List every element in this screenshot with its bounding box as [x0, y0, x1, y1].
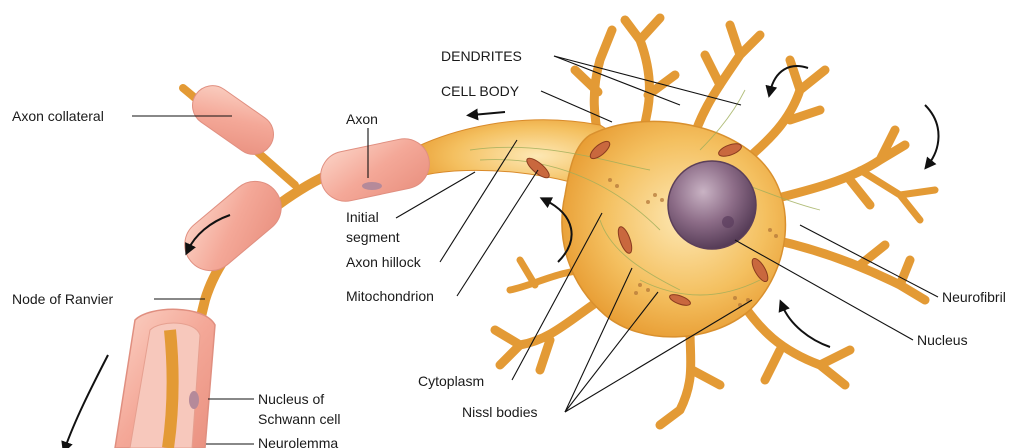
label-axon: Axon [346, 111, 378, 127]
label-axon-hillock: Axon hillock [346, 254, 422, 270]
label-neurolemma: Neurolemma [258, 435, 338, 448]
label-nucleus-of-schwann-line2: Schwann cell [258, 411, 341, 427]
label-node-of-ranvier: Node of Ranvier [12, 291, 114, 307]
label-initial-segment-line1: Initial [346, 209, 379, 225]
label-initial-segment-line2: segment [346, 229, 400, 245]
label-cell-body: CELL BODY [441, 83, 520, 99]
nucleus-shape [668, 161, 756, 249]
label-axon-collateral: Axon collateral [12, 108, 104, 124]
axon-collateral-branch [183, 78, 295, 185]
label-nucleus-of-schwann-line1: Nucleus of [258, 391, 324, 407]
label-cytoplasm: Cytoplasm [418, 373, 484, 389]
label-nissl-bodies: Nissl bodies [462, 404, 537, 420]
label-neurofibril: Neurofibril [942, 289, 1006, 305]
label-mitochondrion: Mitochondrion [346, 288, 434, 304]
label-nucleus: Nucleus [917, 332, 968, 348]
label-dendrites: DENDRITES [441, 48, 522, 64]
